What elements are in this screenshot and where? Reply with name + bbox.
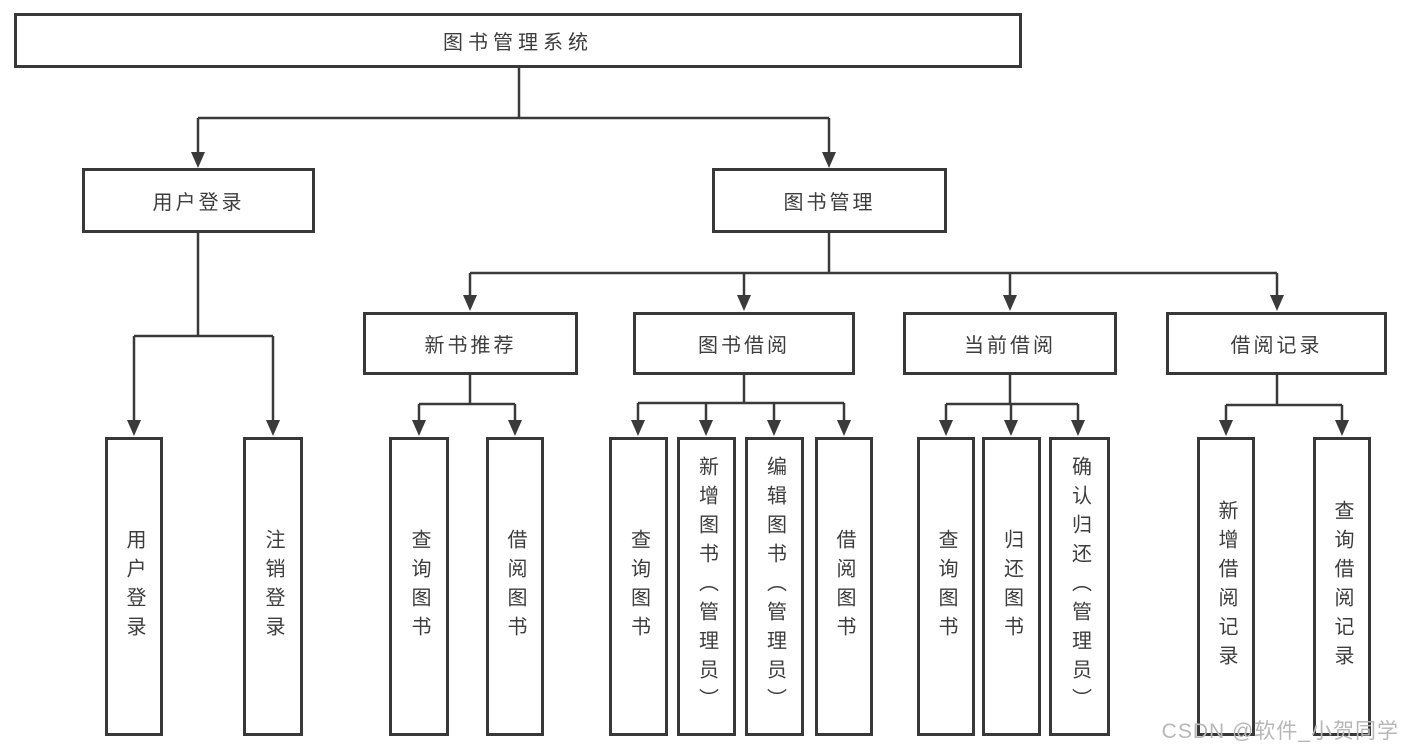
leaf-confirm-return-admin: 确认归还（管理员） [1049, 437, 1110, 736]
node-root: 图书管理系统 [14, 13, 1022, 68]
leaf-label: 注销登录 [262, 528, 284, 645]
arrowheads [127, 152, 1349, 436]
leaf-label: 确认归还（管理员） [1068, 456, 1091, 717]
leaf-return-books: 归还图书 [982, 437, 1041, 736]
leaf-label: 用户登录 [123, 528, 145, 645]
node-book-borrowing: 图书借阅 [633, 312, 855, 375]
leaf-logout: 注销登录 [243, 437, 303, 736]
leaf-query-books-current: 查询图书 [917, 437, 975, 736]
node-new-book-recommend: 新书推荐 [363, 312, 578, 375]
csdn-watermark: CSDN @软件_小贺同学 [1161, 720, 1399, 743]
leaf-label: 查询借阅记录 [1331, 499, 1353, 674]
leaf-edit-books-admin: 编辑图书（管理员） [745, 437, 804, 736]
leaf-label: 新增图书（管理员） [695, 456, 718, 717]
leaf-borrow-books: 借阅图书 [815, 437, 873, 736]
leaf-label: 归还图书 [1000, 528, 1023, 645]
leaf-query-books-recommend: 查询图书 [389, 437, 449, 736]
leaf-label: 编辑图书（管理员） [763, 456, 786, 717]
leaf-label: 借阅图书 [504, 528, 526, 645]
leaf-label: 查询图书 [408, 528, 430, 645]
leaf-user-login: 用户登录 [105, 437, 163, 736]
leaf-query-books-borrowing: 查询图书 [609, 437, 668, 736]
leaf-label: 借阅图书 [833, 528, 855, 645]
leaf-label: 新增借阅记录 [1215, 499, 1237, 674]
leaf-label: 查询图书 [627, 528, 650, 645]
node-current-borrowing: 当前借阅 [903, 312, 1117, 375]
leaf-add-borrow-record: 新增借阅记录 [1197, 437, 1255, 736]
leaf-query-borrow-record: 查询借阅记录 [1313, 437, 1371, 736]
node-book-management-branch: 图书管理 [712, 168, 947, 233]
node-user-login-branch: 用户登录 [82, 168, 315, 233]
leaf-borrow-books-recommend: 借阅图书 [486, 437, 544, 736]
leaf-add-books-admin: 新增图书（管理员） [677, 437, 736, 736]
leaf-label: 查询图书 [935, 528, 957, 645]
node-borrowing-records: 借阅记录 [1166, 312, 1387, 375]
